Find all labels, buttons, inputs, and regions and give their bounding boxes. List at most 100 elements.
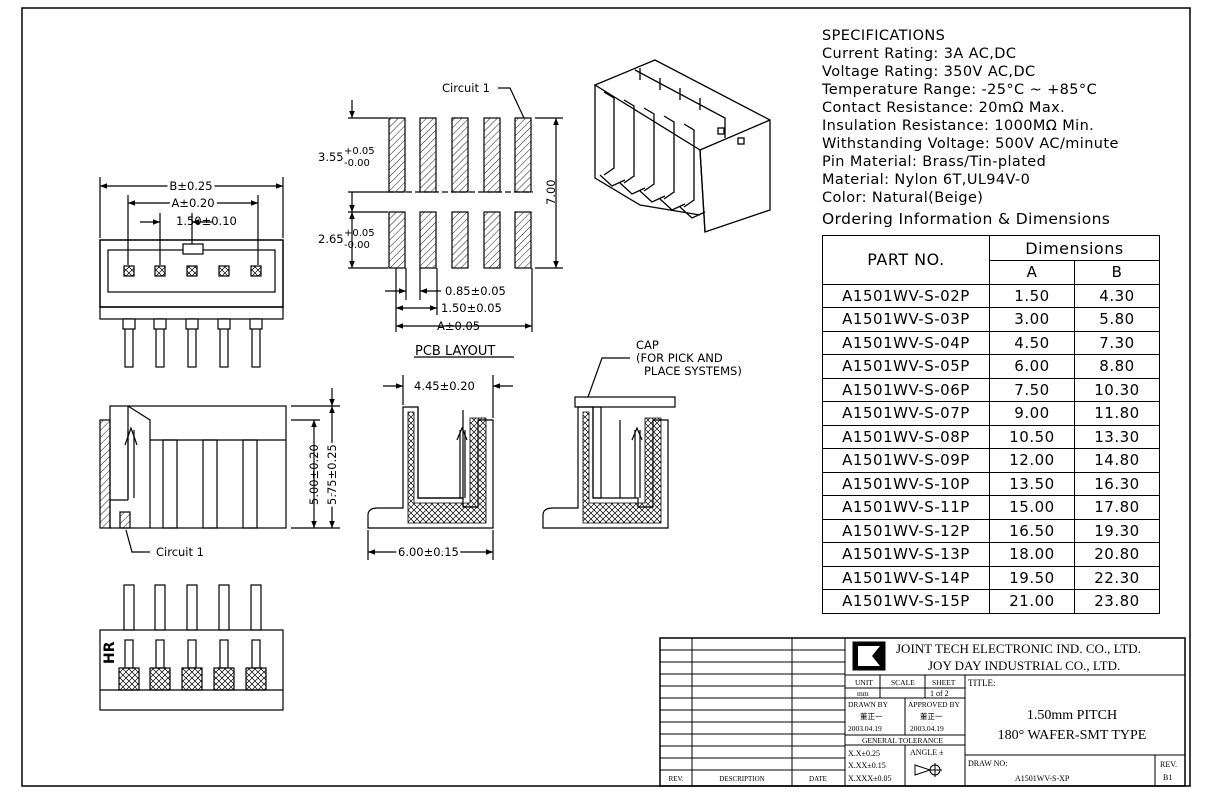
part-no-cell: A1501WV-S-07P [822, 401, 990, 426]
scale-label: SCALE [891, 678, 915, 687]
side-circuit1-label: Circuit 1 [156, 545, 204, 559]
dim-a-cell: 12.00 [989, 448, 1075, 473]
company-name-2: JOY DAY INDUSTRIAL CO., LTD. [928, 658, 1120, 673]
dimension-labels: B±0.25 A±0.20 1.50±0.10 Circuit 1 3.55 +… [156, 81, 742, 562]
rev-label: REV. [1160, 760, 1177, 769]
dim-height-outer: 5.75±0.25 [325, 444, 339, 505]
part-no-cell: A1501WV-S-02P [822, 283, 990, 308]
dim-b-cell: 22.30 [1074, 565, 1160, 590]
pin-tail [186, 584, 198, 631]
pin-housing [213, 667, 235, 691]
desc-col-header: DESCRIPTION [719, 775, 765, 783]
dim-depth: 4.45±0.20 [414, 379, 475, 393]
unit-label: UNIT [855, 678, 873, 687]
pin-housing [118, 667, 140, 691]
pcb-top-plus: +0.05 [344, 146, 375, 157]
title-block [659, 637, 1186, 787]
dim-a-cell: 18.00 [989, 542, 1075, 567]
date-col-header: DATE [809, 775, 827, 783]
spec-line: Material: Nylon 6T,UL94V-0 [822, 172, 1031, 188]
dim-b: B±0.25 [169, 179, 212, 193]
dim-a-cell: 10.50 [989, 424, 1075, 449]
pcb-top-dim: 3.55 [318, 150, 344, 164]
part-no-header: PART NO. [822, 235, 990, 285]
pcb-pad [451, 117, 469, 193]
cap-label-1: CAP [636, 338, 659, 352]
part-no-cell: A1501WV-S-12P [822, 518, 990, 543]
pcb-pad [388, 211, 406, 269]
dim-a-cell: 13.50 [989, 471, 1075, 496]
unit-value: mm [857, 689, 869, 698]
pin-contact [218, 265, 230, 277]
drawn-by-label: DRAWN BY [848, 700, 889, 709]
dim-pitch: 1.50±0.10 [176, 214, 237, 228]
dim-b-cell: 16.30 [1074, 471, 1160, 496]
pcb-bottom-minus: -0.00 [344, 240, 370, 251]
spec-line: Insulation Resistance: 1000MΩ Min. [822, 118, 1095, 134]
pin-tail [218, 584, 230, 631]
dim-b-cell: 13.30 [1074, 424, 1160, 449]
drawing-no: A1501WV-S-XP [1015, 774, 1070, 783]
spec-line: Temperature Range: -25°C ~ +85°C [822, 82, 1098, 98]
dim-b-cell: 17.80 [1074, 495, 1160, 520]
spec-line: Current Rating: 3A AC,DC [822, 46, 1017, 62]
dim-height-inner: 5.00±0.20 [307, 444, 321, 505]
table-subheader-row: A B [823, 260, 1160, 285]
part-no-cell: A1501WV-S-11P [822, 495, 990, 520]
pcb-pad [388, 117, 406, 193]
part-no-cell: A1501WV-S-10P [822, 471, 990, 496]
iso-view [593, 59, 771, 233]
spec-line: Withstanding Voltage: 500V AC/minute [822, 136, 1119, 152]
pcb-pad [483, 117, 501, 193]
dim-b-cell: 14.80 [1074, 448, 1160, 473]
company-name-1: JOINT TECH ELECTRONIC IND. CO., LTD. [896, 641, 1141, 656]
col-a-header: A [989, 260, 1075, 285]
drawn-by-name: 董正一 [860, 711, 883, 721]
tol-xxx: X.XXX±0.05 [848, 774, 892, 783]
dim-b-cell: 7.30 [1074, 330, 1160, 355]
part-no-cell: A1501WV-S-03P [822, 307, 990, 332]
pin-body [162, 439, 178, 529]
pin-contact [250, 265, 262, 277]
part-no-cell: A1501WV-S-14P [822, 565, 990, 590]
pcb-pad [514, 211, 532, 269]
title-label: TITLE: [968, 678, 996, 688]
dim-a: A±0.20 [171, 196, 214, 210]
part-no-cell: A1501WV-S-08P [822, 424, 990, 449]
sheet-value: 1 of 2 [930, 689, 949, 698]
pcb-height-dim: 7.00 [544, 179, 558, 205]
pcb-top-minus: -0.00 [344, 158, 370, 169]
part-no-cell: A1501WV-S-15P [822, 589, 990, 614]
spec-line: Color: Natural(Beige) [822, 190, 984, 206]
specifications: SPECIFICATIONS Current Rating: 3A AC,DC … [822, 27, 1119, 228]
pcb-a-dim: A±0.05 [437, 319, 480, 333]
dim-a-cell: 1.50 [989, 283, 1075, 308]
pcb-bottom-dim: 2.65 [318, 232, 344, 246]
part-no-cell: A1501WV-S-04P [822, 330, 990, 355]
title-line-2: 180° WAFER-SMT TYPE [998, 728, 1147, 743]
spec-line: Pin Material: Brass/Tin-plated [822, 154, 1047, 170]
pin-housing [181, 667, 203, 691]
dim-b-cell: 10.30 [1074, 377, 1160, 402]
sheet-label: SHEET [932, 678, 956, 687]
rev-col-header: REV. [669, 775, 684, 783]
dim-base-width: 6.00±0.15 [398, 545, 459, 559]
title-line-1: 1.50mm PITCH [1027, 708, 1117, 723]
pin-body [202, 439, 218, 529]
drawing-no-label: DRAW NO: [968, 759, 1007, 768]
pin-tail [123, 584, 135, 631]
pcb-pad [451, 211, 469, 269]
dim-b-cell: 20.80 [1074, 542, 1160, 567]
pcb-pad [419, 117, 437, 193]
pin-tail [154, 584, 166, 631]
title-block-text: JOINT TECH ELECTRONIC IND. CO., LTD. JOY… [669, 641, 1177, 783]
